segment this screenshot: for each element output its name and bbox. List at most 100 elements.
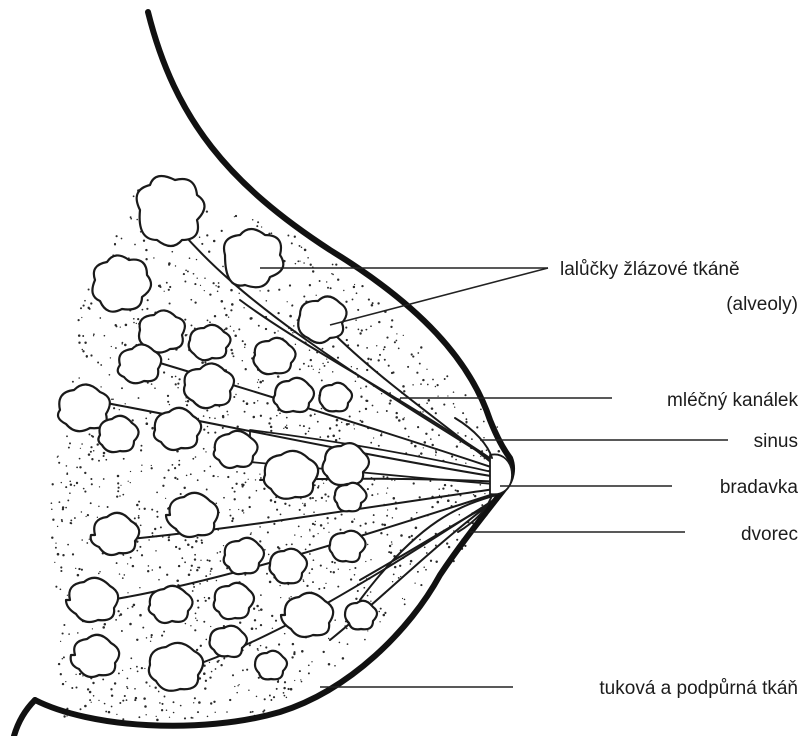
stipple-dot [70,483,72,485]
stipple-dot [69,492,71,494]
stipple-dot [350,578,352,580]
stipple-dot [308,672,310,674]
stipple-dot [93,333,95,335]
stipple-dot [141,470,143,472]
stipple-dot [309,544,311,546]
stipple-dot [364,639,366,641]
stipple-dot [309,572,311,574]
stipple-dot [161,703,163,705]
stipple-dot [206,580,208,582]
stipple-dot [57,456,58,457]
stipple-dot [196,620,198,622]
stipple-dot [238,293,239,294]
stipple-dot [497,426,499,428]
stipple-dot [431,429,433,431]
stipple-dot [226,711,228,713]
stipple-dot [190,569,192,571]
stipple-dot [79,466,81,468]
stipple-dot [332,435,335,438]
stipple-dot [414,582,415,583]
stipple-dot [299,670,301,672]
stipple-dot [120,326,121,327]
stipple-dot [130,218,132,220]
stipple-dot [196,569,198,571]
stipple-dot [166,282,168,284]
stipple-dot [218,660,220,662]
stipple-dot [139,587,140,588]
lobule [71,635,120,677]
stipple-dot [360,387,361,388]
stipple-dot [277,546,279,548]
stipple-dot [301,650,304,653]
stipple-dot [191,324,193,326]
stipple-dot [387,487,388,488]
lobule [91,513,140,555]
stipple-dot [58,501,60,503]
stipple-dot [367,630,368,631]
stipple-dot [205,680,207,682]
stipple-dot [312,497,314,499]
stipple-dot [206,409,208,411]
stipple-dot [122,342,124,344]
stipple-dot [360,396,362,398]
stipple-dot [108,711,111,714]
stipple-dot [317,533,318,534]
stipple-dot [425,433,427,435]
stipple-dot [133,318,135,320]
stipple-dot [232,517,234,519]
stipple-dot [332,371,333,372]
stipple-dot [316,295,317,296]
stipple-dot [377,493,378,494]
stipple-dot [400,576,401,577]
stipple-dot [69,442,71,444]
stipple-dot [349,569,350,570]
lobule [214,583,254,619]
stipple-dot [236,471,238,473]
stipple-dot [309,530,310,531]
stipple-dot [384,346,386,348]
stipple-dot [323,483,324,484]
stipple-dot [156,511,158,513]
stipple-dot [484,493,485,494]
stipple-dot [159,566,161,568]
stipple-dot [93,335,94,336]
stipple-dot [435,450,436,451]
stipple-dot [466,422,468,424]
stipple-dot [378,611,380,613]
stipple-dot [424,441,427,444]
stipple-dot [256,696,258,698]
stipple-dot [136,550,138,552]
lobule [334,483,366,512]
stipple-dot [332,345,334,347]
stipple-dot [320,524,323,527]
stipple-dot [303,513,304,514]
stipple-dot [390,551,392,553]
stipple-dot [442,487,444,489]
stipple-dot [280,597,281,598]
stipple-dot [164,696,166,698]
stipple-dot [257,221,259,223]
stipple-dot [414,445,417,448]
stipple-dot [186,334,187,335]
stipple-dot [386,410,388,412]
stipple-dot [230,515,232,517]
stipple-dot [231,352,233,354]
stipple-dot [367,488,369,490]
stipple-dot [161,635,163,637]
stipple-dot [300,679,301,680]
stipple-dot [250,533,252,535]
stipple-dot [361,285,363,287]
stipple-dot [365,385,367,387]
stipple-dot [328,638,329,639]
stipple-dot [278,643,280,645]
stipple-dot [245,368,247,370]
stipple-dot [105,459,107,461]
stipple-dot [213,282,215,284]
stipple-dot [99,317,101,319]
stipple-dot [258,379,259,380]
stipple-dot [243,512,244,513]
stipple-dot [234,491,236,493]
stipple-dot [178,464,180,466]
stipple-dot [365,522,367,524]
stipple-dot [336,424,338,426]
